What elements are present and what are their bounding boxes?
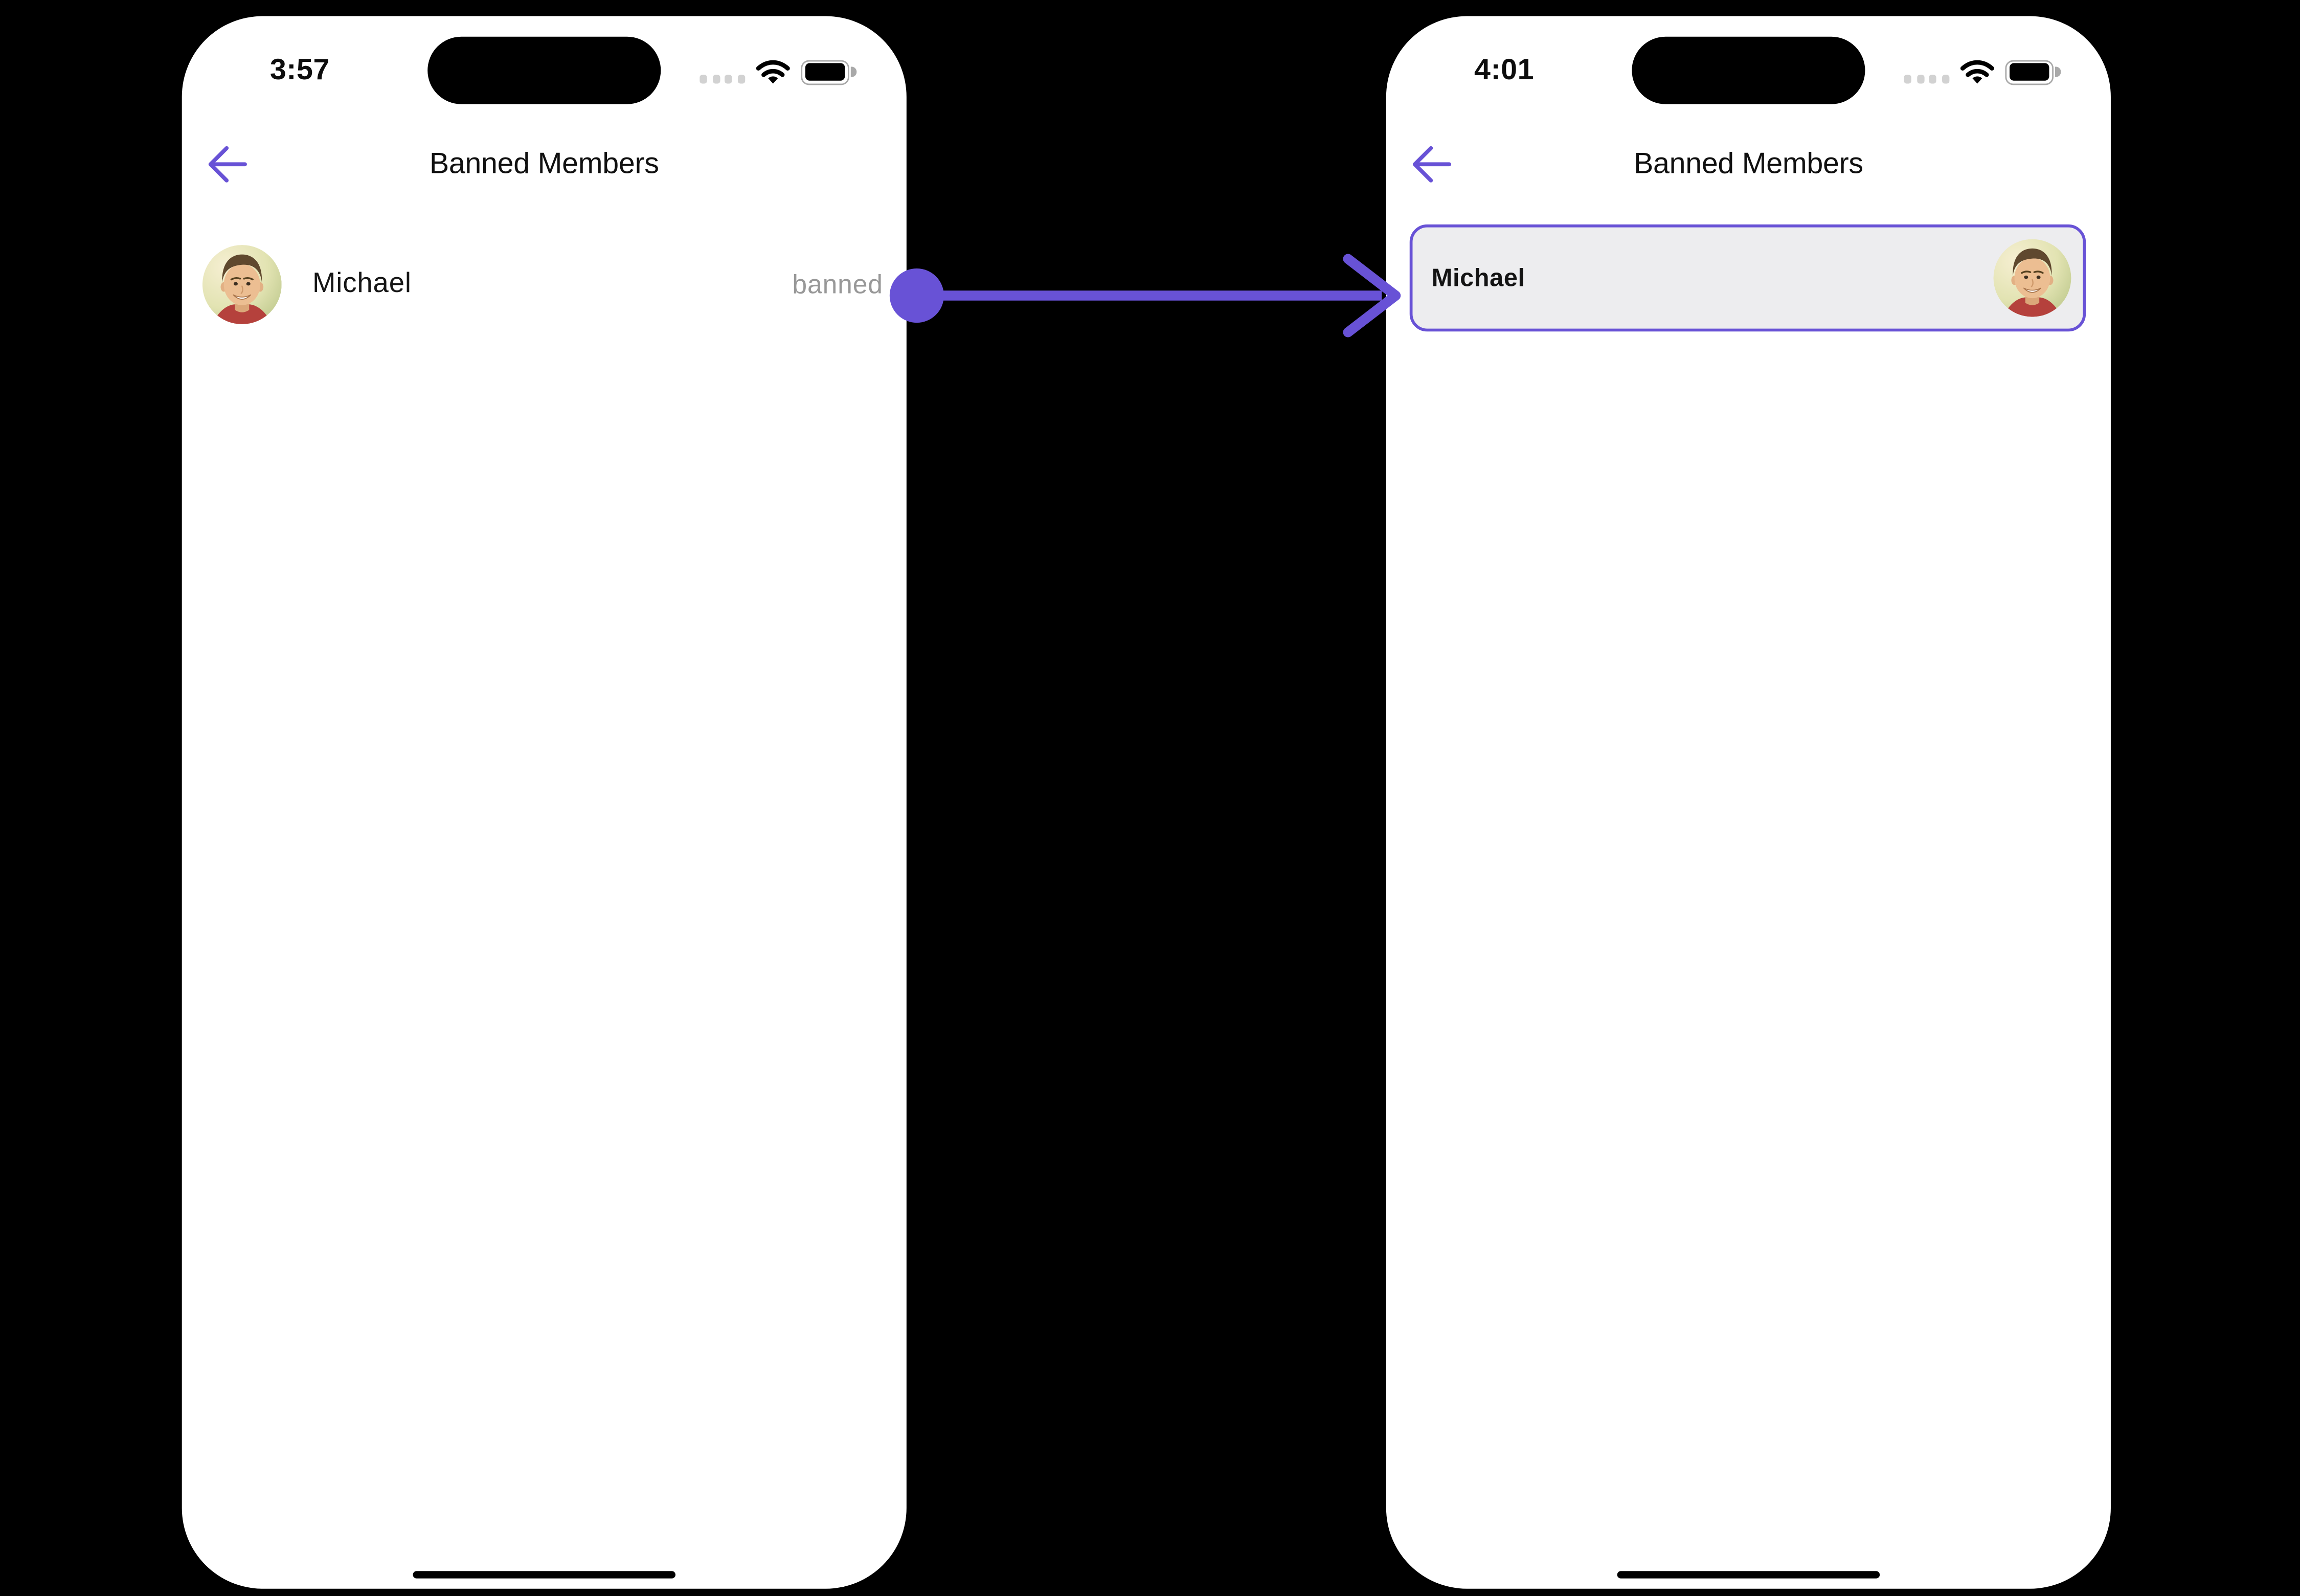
home-indicator[interactable] <box>1617 1570 1880 1579</box>
status-icons <box>700 56 856 88</box>
status-time: 4:01 <box>1474 54 1535 87</box>
member-name: Michael <box>1431 263 1525 291</box>
banned-status-label: banned <box>792 269 883 299</box>
status-icons <box>1904 56 2061 88</box>
nav-header: Banned Members <box>182 144 907 185</box>
battery-full-icon <box>801 59 856 84</box>
status-bar: 4:01 <box>1386 16 2111 110</box>
cellular-signal-dots-icon <box>700 75 746 83</box>
member-avatar <box>1993 239 2071 317</box>
banned-member-card-highlighted[interactable]: Michael <box>1409 224 2086 332</box>
page-title: Banned Members <box>1633 148 1863 181</box>
member-name: Michael <box>312 268 412 300</box>
member-avatar <box>202 245 282 324</box>
phone-left: 3:57 Banned Members <box>182 16 907 1589</box>
status-bar: 3:57 <box>182 16 907 110</box>
arrow-left-icon <box>1412 146 1452 183</box>
member-photo-avatar <box>202 245 282 324</box>
status-time: 3:57 <box>269 54 330 87</box>
back-button[interactable] <box>206 144 253 185</box>
home-indicator[interactable] <box>413 1570 675 1579</box>
nav-header: Banned Members <box>1386 144 2111 185</box>
transition-arrow <box>889 254 1401 338</box>
cellular-signal-dots-icon <box>1904 75 1950 83</box>
dynamic-island <box>1632 36 1865 104</box>
banned-member-row[interactable]: Michael banned <box>182 239 907 330</box>
page-title: Banned Members <box>429 148 659 181</box>
back-button[interactable] <box>1410 144 1457 185</box>
arrow-left-icon <box>208 146 247 183</box>
dynamic-island <box>427 36 661 104</box>
battery-full-icon <box>2005 59 2061 84</box>
phone-right: 4:01 Banned Members <box>1386 16 2111 1589</box>
wifi-icon <box>1960 60 1994 84</box>
wifi-icon <box>756 60 790 84</box>
member-photo-avatar <box>1993 239 2071 317</box>
